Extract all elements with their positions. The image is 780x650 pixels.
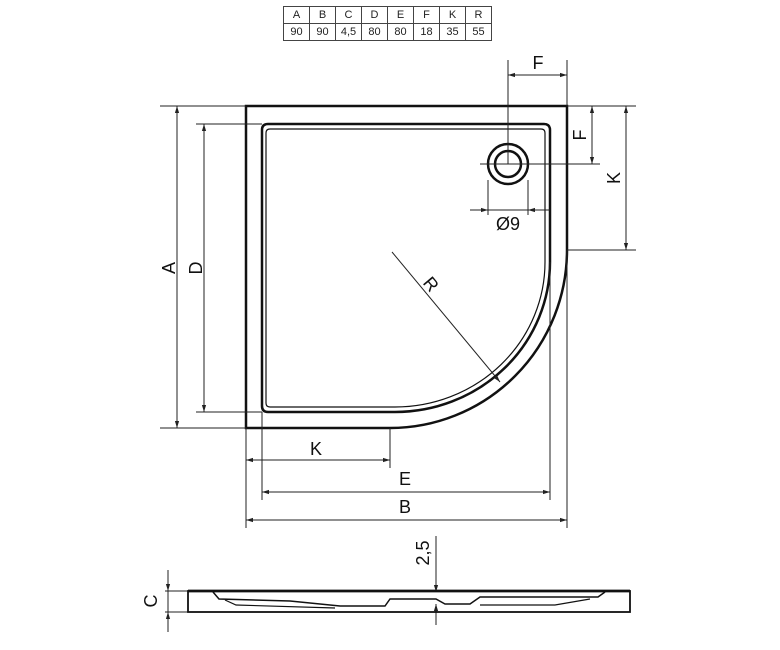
label-f-top: F (533, 53, 544, 73)
dimension-lines (165, 72, 629, 632)
label-d: D (186, 262, 206, 275)
value-cell: 90 (309, 23, 336, 41)
label-k-side: K (604, 172, 624, 184)
label-e: E (399, 469, 411, 489)
extension-lines (160, 60, 636, 613)
label-k-bottom: K (310, 439, 322, 459)
label-drain-diameter: Ø9 (496, 214, 520, 234)
value-cell: 55 (465, 23, 492, 41)
value-cell: 35 (439, 23, 466, 41)
basin-outline (260, 122, 552, 414)
basin-inner-line (265, 128, 546, 408)
label-c: C (141, 595, 161, 608)
label-f-side: F (570, 130, 590, 141)
label-a: A (159, 262, 179, 274)
label-r: R (419, 273, 443, 296)
label-depth: 2,5 (413, 540, 433, 565)
tray-outline (244, 104, 569, 430)
label-b: B (399, 497, 411, 517)
value-cell: 90 (283, 23, 310, 41)
tray-profile (187, 589, 631, 613)
